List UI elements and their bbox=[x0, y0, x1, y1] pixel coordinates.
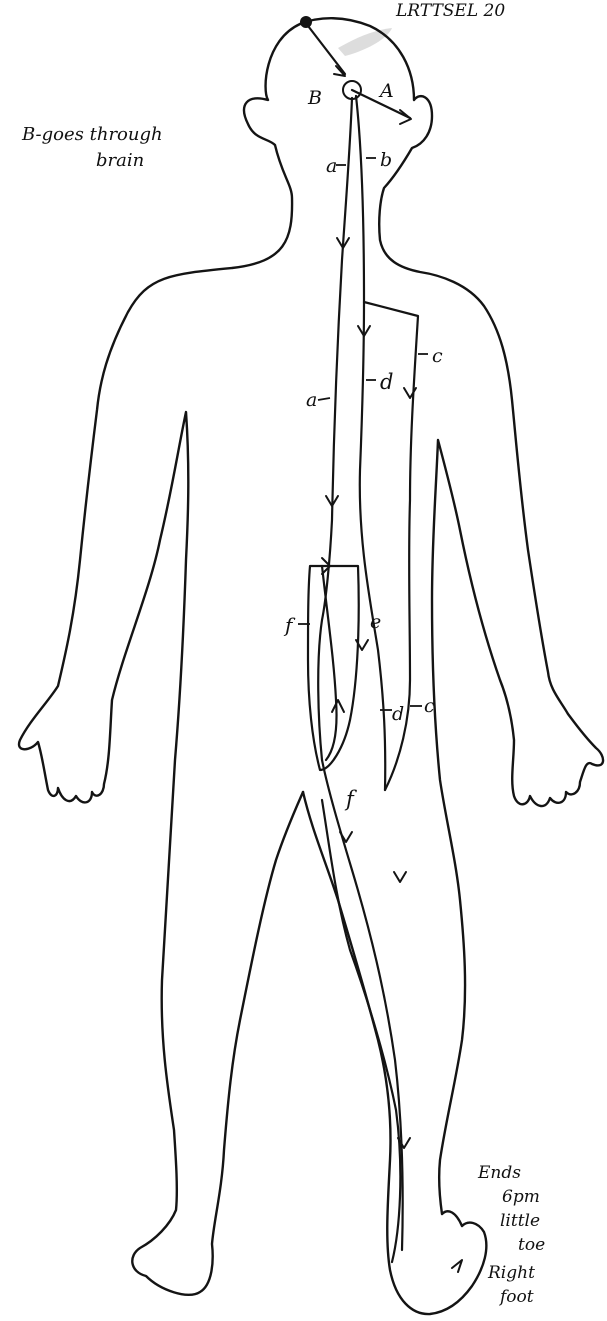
body-outline bbox=[19, 18, 603, 1314]
note-right-line-1: Ends bbox=[477, 1163, 521, 1183]
note-right-line-3: little bbox=[500, 1211, 540, 1231]
note-right-line-5: Right bbox=[487, 1263, 535, 1283]
label-B: B bbox=[307, 87, 322, 109]
title-text: LRTTSEL 20 bbox=[395, 1, 505, 21]
label-a-lower: a bbox=[306, 389, 317, 411]
arrow-toe bbox=[452, 1260, 462, 1272]
start-point bbox=[300, 16, 312, 28]
label-c-lower: c bbox=[424, 695, 435, 717]
label-a-upper: a bbox=[326, 155, 337, 177]
label-d-upper: d bbox=[380, 370, 393, 394]
arrow-f-inner bbox=[332, 700, 344, 712]
label-b: b bbox=[380, 149, 392, 171]
arrow-leg bbox=[394, 872, 406, 882]
note-right-line-2: 6pm bbox=[502, 1187, 540, 1207]
label-c-upper: c bbox=[432, 345, 443, 367]
label-e: e bbox=[370, 611, 381, 633]
note-left-line-1: B-goes through bbox=[21, 124, 163, 145]
label-f-lower: f bbox=[344, 787, 357, 811]
path-e bbox=[322, 566, 337, 760]
note-left-line-2: brain bbox=[96, 150, 144, 171]
eraser-smudge bbox=[338, 28, 392, 56]
path-a bbox=[318, 98, 403, 1250]
meridian-paths bbox=[300, 16, 418, 1262]
label-d-lower: d bbox=[392, 703, 404, 725]
note-right-line-4: toe bbox=[518, 1235, 545, 1255]
head-outline bbox=[19, 24, 303, 1295]
note-right-line-6: foot bbox=[498, 1287, 534, 1307]
label-A: A bbox=[378, 80, 394, 102]
label-f-upper: f bbox=[283, 613, 296, 637]
